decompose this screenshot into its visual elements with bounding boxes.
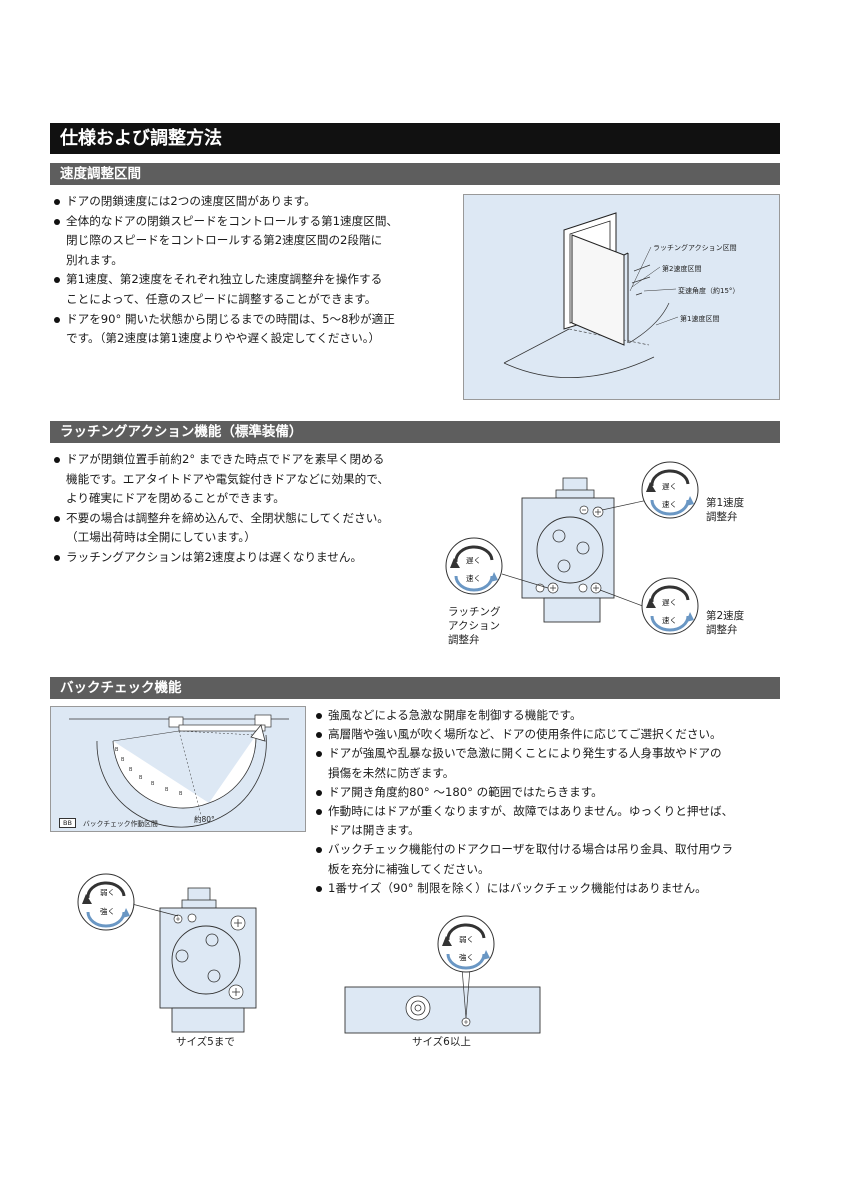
speed2-zone-label: 第2速度区間 [662, 265, 702, 273]
size6-caption: サイズ6以上 [412, 1036, 471, 1048]
bb-zone-label: バックチェック作動区間 [83, 820, 158, 828]
svg-text:B: B [179, 791, 183, 797]
dial-size5-weak: 弱く [100, 888, 115, 897]
dial-size5 [77, 873, 135, 931]
bullet-item: ドアが強風や乱暴な扱いで急激に開くことにより発生する人身事故やドアの 損傷を未然… [316, 744, 780, 782]
speed-zone-diagram: ラッチングアクション区間 第2速度区間 変速角度（約15°） 第1速度区間 [463, 194, 780, 400]
dial-size6-strong: 強く [459, 953, 474, 962]
bullet-item: 1番サイズ（90° 制限を除く）にはバックチェック機能付はありません。 [316, 879, 780, 898]
backcheck-bullets: 強風などによる急激な開扉を制御する機能です。 高層階や強い風が吹く場所など、ドア… [316, 706, 780, 898]
shift-angle-label: 変速角度（約15°） [678, 287, 740, 295]
svg-text:B: B [115, 747, 119, 753]
door-illustration [503, 212, 679, 379]
dial-size6-weak: 弱く [459, 935, 474, 944]
speed1-valve-label: 第1速度 調整弁 [706, 497, 745, 523]
section-heading-speed: 速度調整区間 [50, 163, 780, 185]
size5-caption: サイズ5まで [176, 1036, 235, 1048]
dial-speed2-slow: 遅く [662, 598, 677, 607]
dial-size5-strong: 強く [100, 907, 115, 916]
latching-valve-label: ラッチング アクション 調整弁 [448, 606, 501, 646]
bullet-item: 全体的なドアの閉鎖スピードをコントロールする第1速度区間、 閉じ際のスピードをコ… [54, 212, 454, 271]
section-heading-backcheck: バックチェック機能 [50, 677, 780, 699]
bullet-item: 強風などによる急激な開扉を制御する機能です。 [316, 706, 780, 725]
svg-text:B: B [165, 787, 169, 793]
section-heading-latching: ラッチングアクション機能（標準装備） [50, 421, 780, 443]
page-title: 仕様および調整方法 [50, 123, 780, 154]
dial-latching-fast: 速く [466, 574, 481, 583]
dial-latching [445, 537, 503, 595]
bullet-item: ラッチングアクションは第2速度よりは遅くなりません。 [54, 548, 434, 568]
bullet-item: バックチェック機能付のドアクローザを取付ける場合は吊り金具、取付用ウラ 板を充分… [316, 840, 780, 878]
dial-speed1 [641, 461, 699, 519]
bullet-item: 不要の場合は調整弁を締め込んで、全閉状態にしてください。 （工場出荷時は全開にし… [54, 509, 434, 548]
dial-latching-slow: 遅く [466, 556, 481, 565]
svg-text:B: B [139, 775, 143, 781]
speed2-valve-label: 第2速度 調整弁 [706, 610, 745, 636]
size5-valve-illustration [77, 873, 257, 1033]
dial-speed2 [641, 577, 699, 635]
svg-text:B: B [151, 781, 155, 787]
bullet-item: 高層階や強い風が吹く場所など、ドアの使用条件に応じてご選択ください。 [316, 725, 780, 744]
bb-tag: BB [59, 818, 76, 828]
valve-body-illustration [445, 461, 699, 635]
bullet-item: 作動時にはドアが重くなりますが、故障ではありません。ゆっくりと押せば、 ドアは開… [316, 802, 780, 840]
svg-text:B: B [121, 757, 125, 763]
speed1-zone-label: 第1速度区間 [680, 315, 720, 323]
speed-bullets: ドアの閉鎖速度には2つの速度区間があります。 全体的なドアの閉鎖スピードをコント… [54, 192, 454, 349]
latching-zone-label: ラッチングアクション区間 [653, 244, 737, 252]
bullet-item: ドアの閉鎖速度には2つの速度区間があります。 [54, 192, 454, 212]
bullet-item: ドアが閉鎖位置手前約2° まできた時点でドアを素早く閉める 機能です。エアタイト… [54, 450, 434, 509]
bullet-item: ドアを90° 開いた状態から閉じるまでの時間は、5〜8秒が適正 です。（第2速度… [54, 310, 454, 349]
dial-speed1-fast: 速く [662, 500, 677, 509]
bullet-item: 第1速度、第2速度をそれぞれ独立した速度調整弁を操作する ことによって、任意のス… [54, 270, 454, 309]
bullet-item: ドア開き角度約80° 〜180° の範囲ではたらきます。 [316, 783, 780, 802]
backcheck-angle-label: 約80° [194, 815, 215, 824]
dial-speed2-fast: 速く [662, 616, 677, 625]
dial-size6 [437, 915, 495, 973]
latching-bullets: ドアが閉鎖位置手前約2° まできた時点でドアを素早く閉める 機能です。エアタイト… [54, 450, 434, 568]
size6-valve-illustration [344, 915, 541, 1034]
svg-text:B: B [129, 767, 133, 773]
dial-speed1-slow: 遅く [662, 482, 677, 491]
